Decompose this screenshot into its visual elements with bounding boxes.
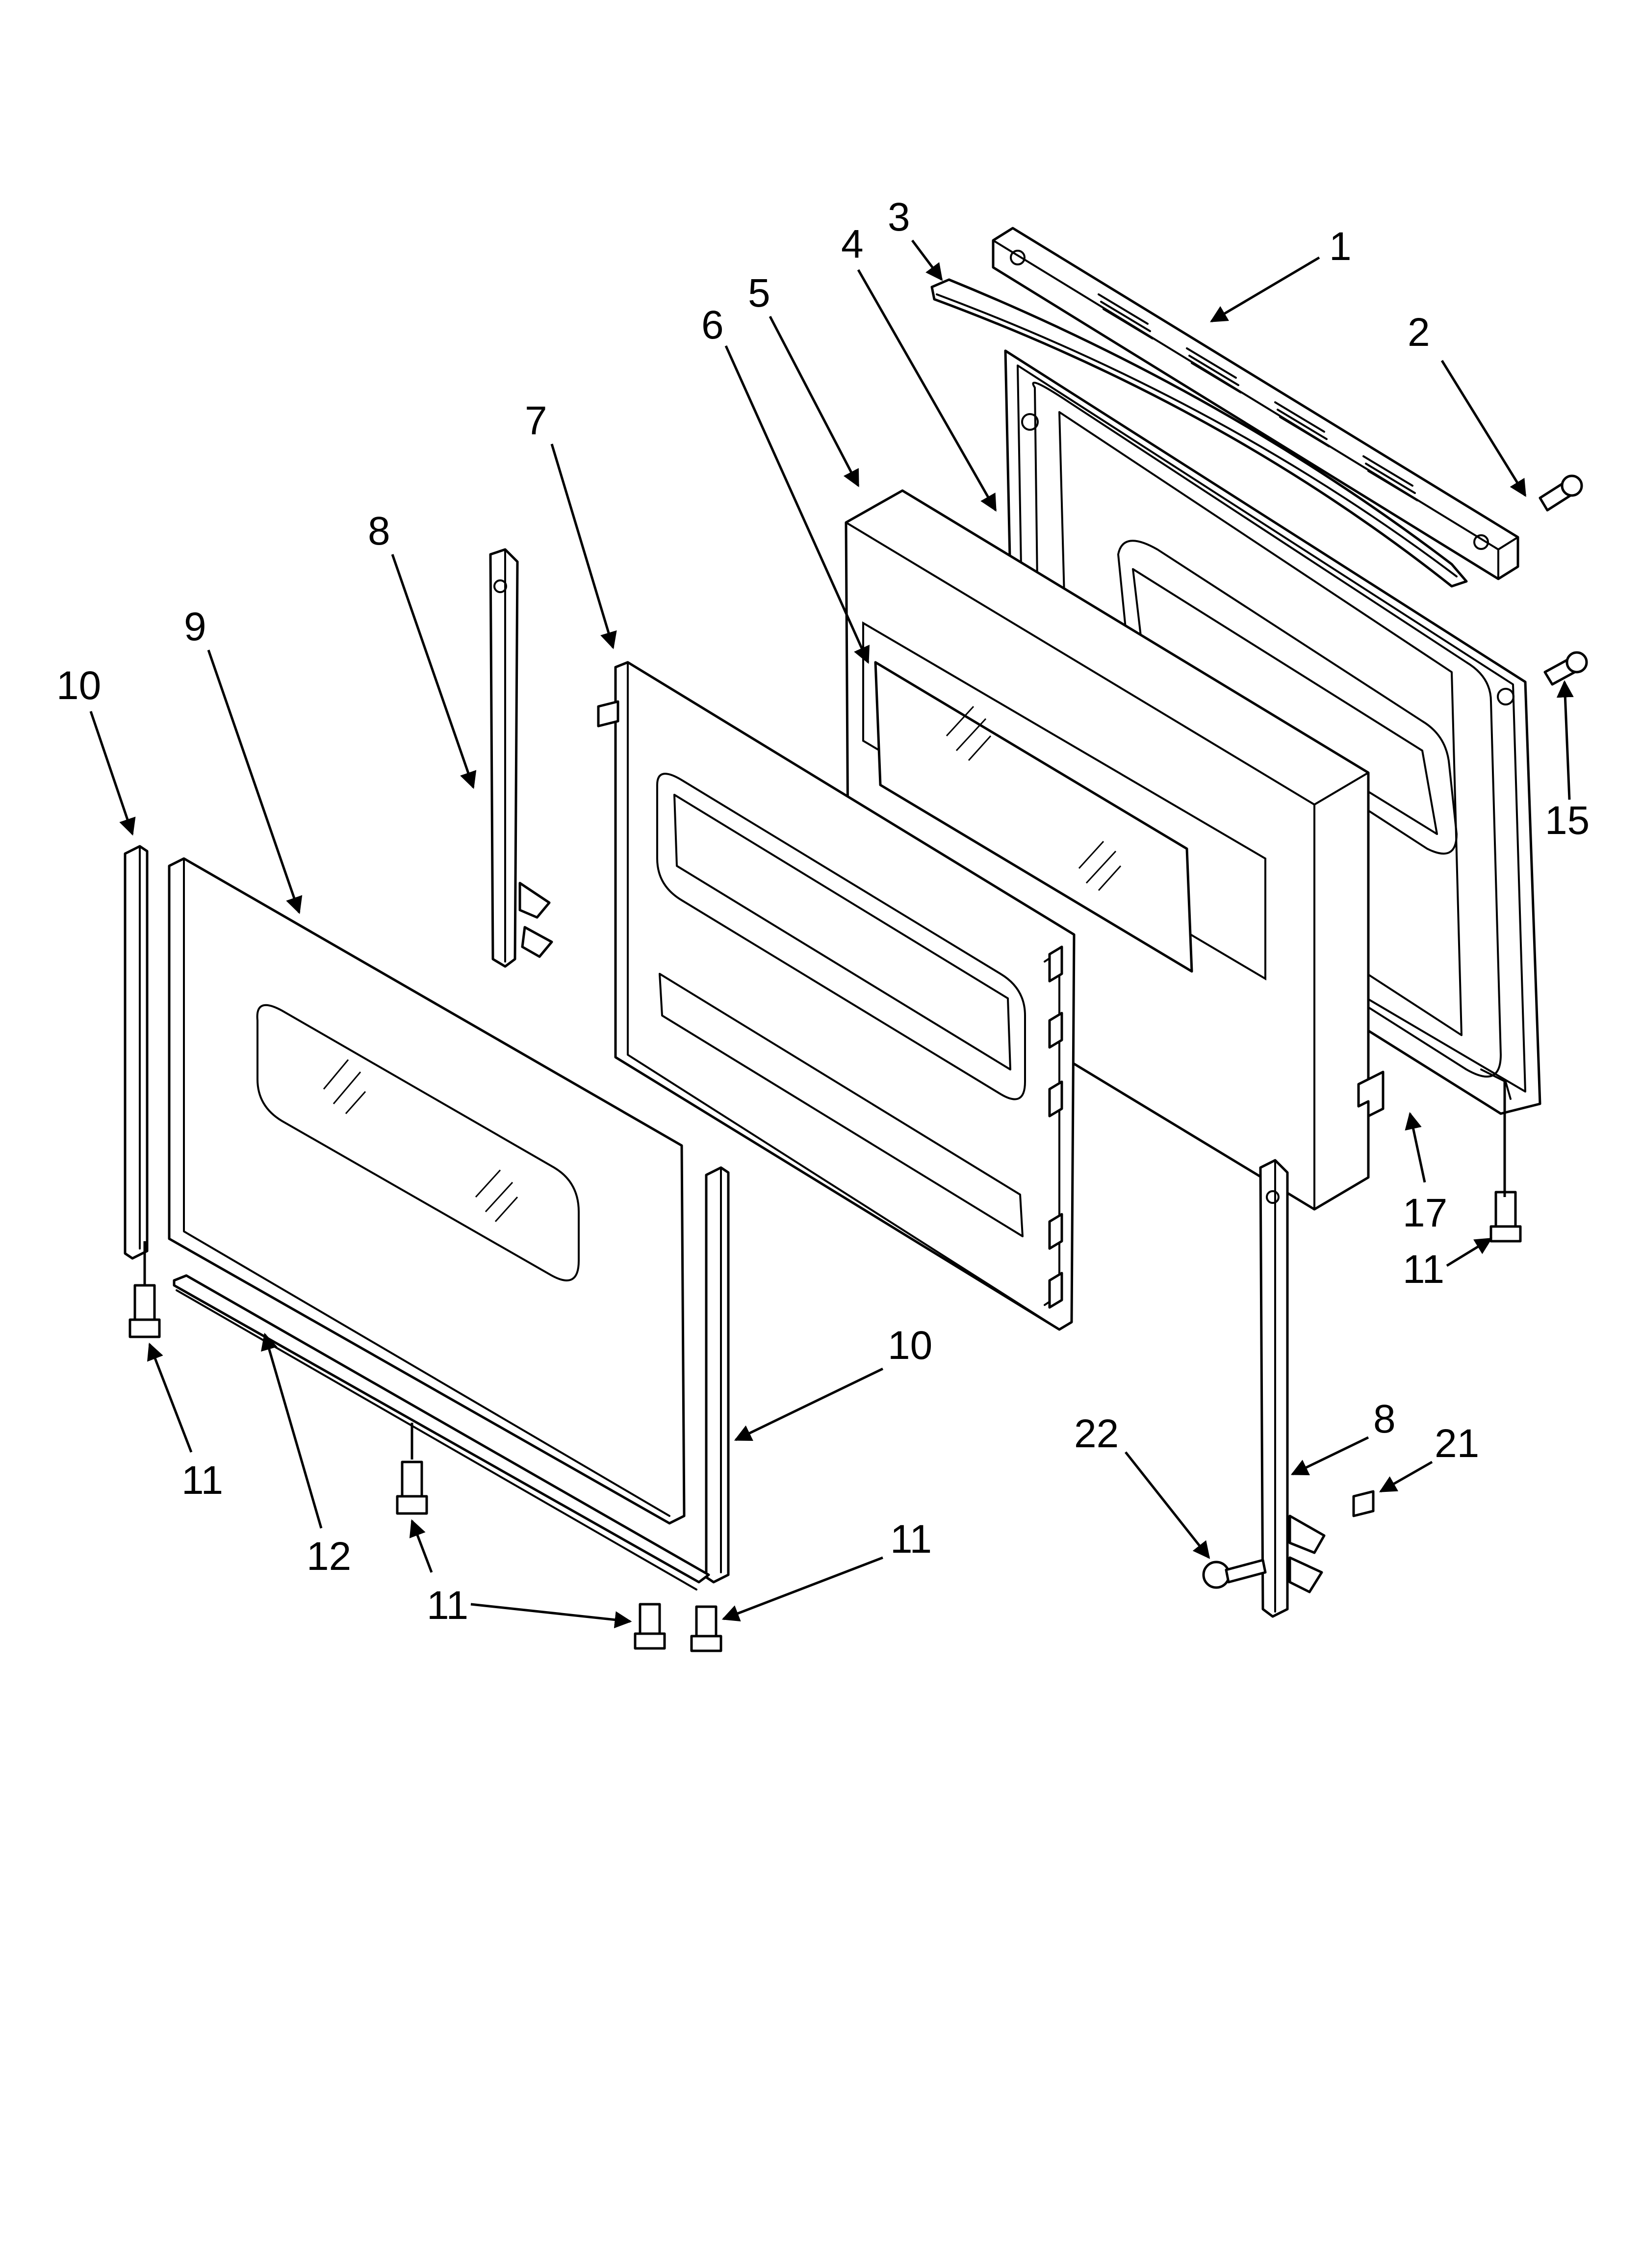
leader-lines [89,239,1574,1629]
hinge-bracket-right [1259,1159,1326,1618]
callout-5: 5 [748,271,770,315]
clip-part-21 [1352,1490,1375,1517]
door-vent-trim [992,227,1519,580]
outer-door-panel [168,857,686,1525]
callout-1: 1 [1329,224,1352,269]
callout-4: 4 [841,222,864,266]
screw-part-11-left [128,1284,161,1338]
callout-9: 9 [184,604,206,649]
screw-part-11-right [1489,1191,1522,1243]
side-trim-left [124,845,149,1260]
clip-part-17 [1357,1070,1385,1118]
callout-6: 6 [701,303,724,347]
callout-11-right: 11 [1403,1247,1444,1292]
door-trim-strip [930,278,1468,588]
door-glass-pane [874,661,1193,973]
callout-17: 17 [1403,1191,1447,1235]
screw-part-2 [1539,474,1583,512]
callout-7: 7 [525,398,547,443]
hinge-bracket-left [489,548,553,968]
callout-11-bottom-left: 11 [427,1583,468,1628]
callout-2: 2 [1408,310,1430,355]
screw-part-22 [1202,1559,1267,1589]
callout-12: 12 [307,1534,351,1579]
callout-10-right: 10 [888,1323,932,1368]
callout-8-left: 8 [368,509,390,553]
callout-21: 21 [1435,1421,1479,1466]
screw-part-11-bottom-b [690,1605,722,1652]
callout-11-bottom-right: 11 [890,1517,932,1562]
callout-22: 22 [1074,1411,1119,1456]
side-trim-right [705,1166,730,1584]
callout-15: 15 [1545,798,1590,843]
callout-3: 3 [888,195,910,239]
screw-part-11-bottom-a [634,1603,666,1650]
door-frame [597,661,1076,1331]
callout-10-left: 10 [56,663,101,708]
callout-labels: 1 2 3 4 5 6 7 8 9 10 15 17 11 10 11 12 1… [56,195,1590,1628]
callout-8-right: 8 [1373,1397,1396,1441]
screw-part-15 [1543,651,1588,686]
screw-part-11-middle [396,1460,428,1515]
callout-11-left: 11 [181,1458,223,1503]
